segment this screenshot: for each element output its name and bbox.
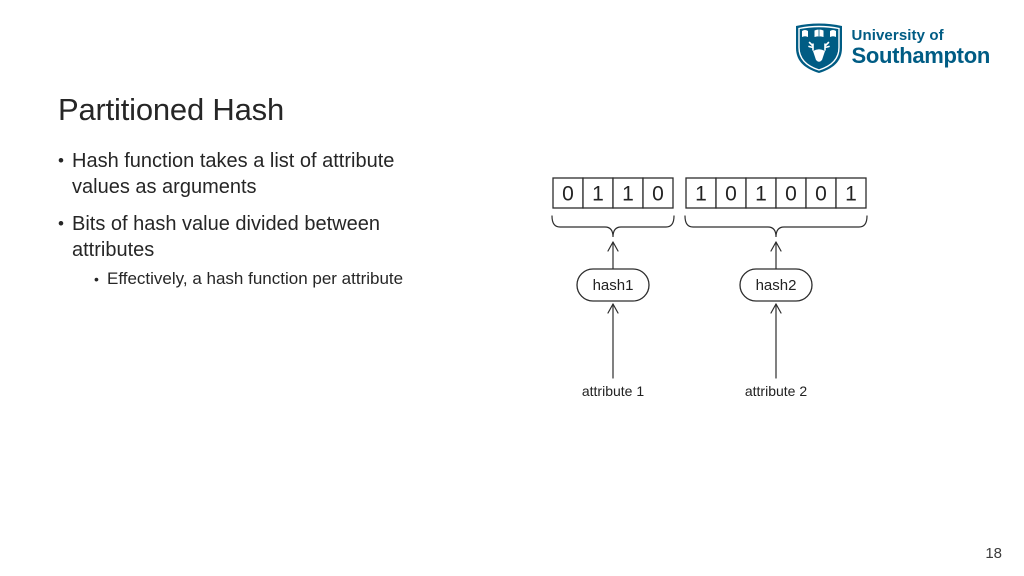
- bullet-item-2: • Bits of hash value divided between att…: [58, 211, 528, 291]
- bit-cell-value: 1: [695, 183, 707, 206]
- bit-values-group-2: 1 0 1 0 0 1: [695, 183, 857, 206]
- logo-line-university-of: University of: [851, 27, 944, 44]
- partitioned-hash-diagram: 0 1 1 0 1 0 1 0 0 1: [551, 177, 868, 399]
- bit-cell-value: 1: [755, 183, 767, 206]
- arrow-hash1-to-bits: [607, 241, 619, 270]
- bit-cell-value: 0: [815, 183, 827, 206]
- bullet-dot: •: [94, 271, 99, 287]
- arrow-attribute2-to-hash2: [770, 303, 782, 379]
- attribute1-label: attribute 1: [582, 383, 644, 399]
- bullet-dot: •: [58, 214, 64, 233]
- hash1-label: hash1: [593, 277, 634, 294]
- bit-cell-value: 1: [622, 183, 634, 206]
- bullet-text-1: Hash function takes a list of attribute …: [72, 150, 395, 198]
- bit-cell-value: 0: [652, 183, 664, 206]
- sub-bullet-item: • Effectively, a hash function per attri…: [94, 267, 528, 291]
- attribute2-label: attribute 2: [745, 383, 807, 399]
- bullet-text-2: Bits of hash value divided between attri…: [72, 213, 380, 261]
- page-number: 18: [985, 545, 1002, 562]
- bullet-list: • Hash function takes a list of attribut…: [58, 148, 528, 302]
- hash2-node: hash2: [739, 268, 813, 302]
- page-title: Partitioned Hash: [58, 92, 284, 127]
- bit-values-group-1: 0 1 1 0: [562, 183, 664, 206]
- books-glyph: [801, 29, 836, 37]
- hash2-label: hash2: [756, 277, 797, 294]
- arrow-attribute1-to-hash1: [607, 303, 619, 379]
- bit-cell-value: 0: [562, 183, 574, 206]
- hash1-node: hash1: [576, 268, 650, 302]
- arrow-hash2-to-bits: [770, 241, 782, 270]
- bullet-dot: •: [58, 151, 64, 170]
- bit-cell-value: 0: [785, 183, 797, 206]
- stag-glyph: [807, 41, 830, 62]
- bit-cell-value: 1: [592, 183, 604, 206]
- bit-cell-value: 1: [845, 183, 857, 206]
- university-logo-text: University of Southampton: [851, 27, 991, 68]
- logo-line-southampton: Southampton: [851, 43, 991, 68]
- sub-bullet-text: Effectively, a hash function per attribu…: [107, 269, 404, 288]
- bullet-item-1: • Hash function takes a list of attribut…: [58, 148, 528, 200]
- university-shield-icon: [795, 23, 842, 73]
- bit-cell-value: 0: [725, 183, 737, 206]
- bit-cells-group-2: [685, 177, 867, 209]
- underbrace-group-2: [684, 215, 868, 238]
- university-logo: University of Southampton: [793, 20, 990, 74]
- bit-cells-group-1: [552, 177, 674, 209]
- underbrace-group-1: [551, 215, 675, 238]
